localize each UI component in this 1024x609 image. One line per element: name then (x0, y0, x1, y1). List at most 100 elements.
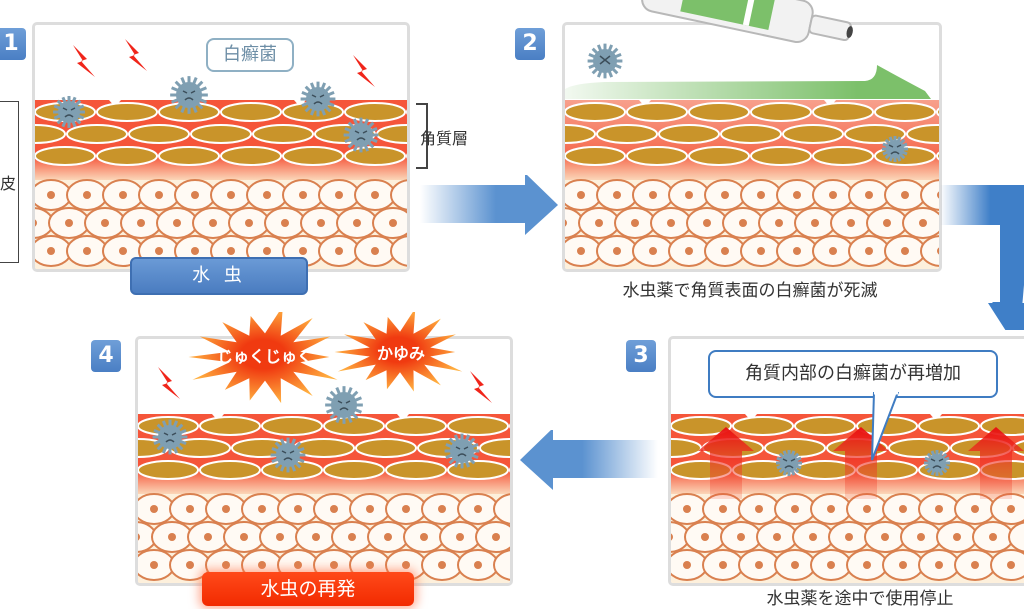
cell-nucleus (667, 219, 675, 227)
cell-nucleus (613, 191, 621, 199)
cell-nucleus (299, 247, 307, 255)
cell-nucleus (827, 505, 835, 513)
step-2-badge: 2 (515, 28, 545, 60)
cell-nucleus (1007, 505, 1015, 513)
cell-nucleus (577, 191, 585, 199)
fungus-icon (881, 135, 909, 163)
cell-nucleus (281, 219, 289, 227)
keratin-cell (596, 124, 658, 144)
cell-nucleus (683, 505, 691, 513)
cell-nucleus (227, 191, 235, 199)
fungus-icon (587, 43, 623, 79)
cell-nucleus (240, 533, 248, 541)
cell-nucleus (829, 247, 837, 255)
fungus-icon (270, 437, 306, 473)
cell-nucleus (863, 505, 871, 513)
cell-nucleus (137, 219, 145, 227)
cell-nucleus (899, 561, 907, 569)
cell-nucleus (901, 247, 909, 255)
epidermal-cell (1008, 521, 1024, 553)
cell-nucleus (204, 533, 212, 541)
growth-arrow-icon (968, 427, 1024, 499)
keratin-cell (96, 102, 158, 122)
cell-nucleus (402, 561, 410, 569)
cell-nucleus (227, 247, 235, 255)
fungus-speech-bubble: 白癬菌 (206, 38, 294, 72)
cell-nucleus (263, 191, 271, 199)
step-1-badge: 1 (0, 28, 26, 60)
keratin-cell (35, 124, 66, 144)
cell-nucleus (456, 533, 464, 541)
cell-nucleus (827, 561, 835, 569)
cell-nucleus (595, 219, 603, 227)
keratin-cell (128, 124, 190, 144)
step-3-caption: 水虫薬を途中で使用停止 (766, 589, 954, 609)
epidermal-cell (493, 549, 510, 581)
keratin-cell (323, 460, 385, 480)
fungus-icon (152, 419, 188, 455)
keratin-cell (732, 416, 794, 436)
keratin-cell (936, 151, 939, 161)
keratin-cell (688, 102, 750, 122)
keratin-cell (671, 438, 702, 458)
keratin-cell (918, 416, 980, 436)
cell-nucleus (35, 219, 37, 227)
burst-right-shape (334, 312, 463, 392)
cell-nucleus (209, 219, 217, 227)
keratin-cell (261, 416, 323, 436)
keratin-cell (906, 124, 939, 144)
cell-nucleus (971, 505, 979, 513)
keratin-cell (385, 460, 447, 480)
keratin-cell (252, 124, 314, 144)
keratin-cell (626, 146, 688, 166)
keratin-cell (812, 102, 874, 122)
stratum-bracket (416, 103, 428, 169)
cell-nucleus (191, 191, 199, 199)
epidermal-cell (390, 179, 407, 211)
cell-nucleus (953, 533, 961, 541)
keratin-cell (750, 102, 812, 122)
lightning-icon (470, 371, 492, 403)
cell-nucleus (703, 219, 711, 227)
skin-label: 皮 (0, 170, 17, 194)
cell-nucleus (438, 561, 446, 569)
cell-nucleus (721, 191, 729, 199)
cell-nucleus (492, 533, 500, 541)
cell-nucleus (474, 561, 482, 569)
cell-nucleus (335, 191, 343, 199)
cell-nucleus (258, 505, 266, 513)
stratum-corneum-label: 角質層 (420, 129, 469, 148)
cell-nucleus (937, 247, 939, 255)
keratin-cell (671, 416, 732, 436)
keratin-cell (220, 146, 282, 166)
keratin-cell (355, 438, 417, 458)
cell-nucleus (739, 219, 747, 227)
cell-nucleus (937, 191, 939, 199)
cell-nucleus (755, 561, 763, 569)
cell-nucleus (631, 219, 639, 227)
step-2-caption: 水虫薬で角質表面の白癬菌が死滅 (622, 281, 878, 301)
cell-nucleus (755, 505, 763, 513)
cell-nucleus (791, 505, 799, 513)
cell-nucleus (649, 191, 657, 199)
cell-nucleus (47, 191, 55, 199)
cell-nucleus (353, 219, 361, 227)
keratin-cell (479, 438, 510, 458)
cell-nucleus (384, 533, 392, 541)
growth-arrow-icon (698, 427, 754, 499)
ointment-layer (565, 65, 931, 99)
cell-nucleus (276, 533, 284, 541)
cell-nucleus (737, 533, 745, 541)
cell-nucleus (366, 561, 374, 569)
arrow-down-icon (940, 185, 1024, 330)
fungus-icon (444, 433, 480, 469)
cell-nucleus (83, 247, 91, 255)
keratin-cell (190, 124, 252, 144)
keratin-cell (199, 460, 261, 480)
cell-nucleus (150, 505, 158, 513)
cell-nucleus (757, 191, 765, 199)
keratin-cell (66, 124, 128, 144)
ointment-tube-icon (641, 0, 853, 43)
cell-nucleus (881, 533, 889, 541)
cell-nucleus (335, 247, 343, 255)
